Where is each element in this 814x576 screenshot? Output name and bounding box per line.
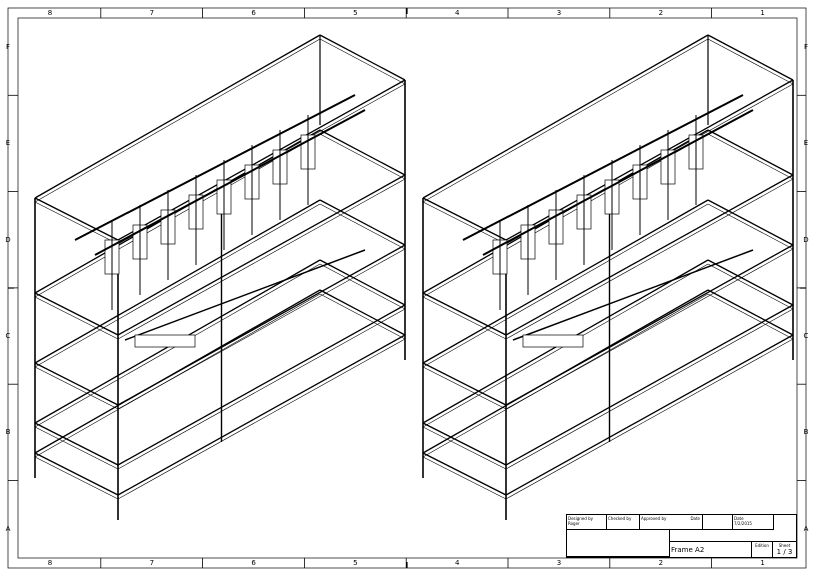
left-rack-shelf-rail	[34, 133, 321, 298]
left-rack-shelf-rail	[117, 174, 406, 336]
left-rack-shelf-rail	[117, 338, 406, 500]
right-rack-shelf-rail	[422, 296, 507, 340]
left-rack-shelf-rail	[319, 289, 406, 336]
inner-border	[17, 17, 798, 559]
left-rack-shelf-rail	[319, 34, 406, 81]
right-rack-shelf-rail	[707, 263, 794, 310]
left-rack-shelf-rail	[319, 38, 406, 85]
right-rack-shelf-rail	[707, 289, 794, 336]
right-rack-shelf-rail	[422, 362, 507, 406]
right-rack-shelf-rail	[422, 199, 709, 364]
right-rack-shelf-rail	[422, 456, 507, 500]
left-rack-shelf-rail	[34, 293, 321, 458]
edition-cell: Edition	[752, 542, 773, 557]
left-rack-shelf-rail	[117, 304, 406, 466]
right-rack-shelf-rail	[505, 308, 794, 470]
right-rack-shelf-rail	[422, 292, 507, 336]
left-rack-shelf-rail	[34, 422, 119, 466]
right-rack-pipe	[482, 109, 754, 256]
right-rack-tray	[512, 249, 754, 341]
label: Designed by	[568, 516, 593, 521]
right-rack-shelf-rail	[422, 38, 709, 203]
left-rack-shelf-rail	[319, 129, 406, 176]
logo-cell	[567, 530, 670, 557]
left-rack-shelf-rail	[34, 362, 119, 406]
left-rack-shelf-rail	[34, 201, 119, 245]
right-rack-shelf-rail	[422, 133, 709, 298]
right-rack-shelf-rail	[422, 34, 709, 199]
left-rack-shelf-rail	[34, 456, 119, 500]
right-rack-shelf-rail	[707, 129, 794, 176]
right-rack-shelf-rail	[422, 289, 709, 454]
title-text: Frame A2	[671, 546, 705, 554]
right-rack-shelf-rail	[707, 199, 794, 246]
left-rack-tray	[124, 249, 366, 341]
right-rack-shelf-rail	[505, 334, 794, 496]
left-rack-shelf-rail	[117, 178, 406, 340]
blank-cell	[703, 515, 733, 530]
left-rack-shelf-rail	[34, 452, 119, 496]
left-rack-shelf-rail	[34, 366, 119, 410]
right-rack-shelf-rail	[422, 203, 709, 368]
left-rack-shelf-rail	[319, 263, 406, 310]
right-rack-shelf-rail	[505, 304, 794, 466]
blank-cell	[670, 530, 796, 542]
left-rack-shelf-rail	[319, 293, 406, 340]
left-rack-shelf-rail	[117, 334, 406, 496]
label: Edition	[755, 543, 769, 548]
left-rack-shelf-rail	[34, 426, 119, 470]
date-value: 7/2/2015	[734, 521, 752, 526]
left-rack-shelf-rail	[34, 289, 321, 454]
right-rack-shelf-rail	[422, 366, 507, 410]
designed-by-value: Roger	[568, 521, 580, 526]
left-rack-shelf-rail	[34, 38, 321, 203]
right-rack-shelf-rail	[422, 197, 507, 241]
left-rack-shelf-rail	[319, 133, 406, 180]
right-rack-shelf-rail	[505, 178, 794, 340]
left-rack-pipe	[74, 94, 356, 241]
left-rack-shelf-rail	[117, 308, 406, 470]
right-rack-shelf-rail	[707, 293, 794, 340]
right-rack-shelf-rail	[707, 203, 794, 250]
left-rack-shelf-rail	[34, 34, 321, 199]
left-rack-shelf-rail	[34, 292, 119, 336]
checked-by-cell: Checked by	[607, 515, 640, 530]
label: Approved by	[641, 516, 667, 521]
right-rack-tank	[522, 334, 584, 348]
left-rack-shelf-rail	[34, 197, 119, 241]
right-rack-shelf-rail	[422, 426, 507, 470]
right-rack-shelf-rail	[707, 133, 794, 180]
left-rack-pipe	[94, 109, 366, 256]
right-rack-shelf-rail	[505, 338, 794, 500]
left-rack-shelf-rail	[319, 259, 406, 306]
left-rack-tank	[134, 334, 196, 348]
right-rack-shelf-rail	[707, 34, 794, 81]
drawing-title: Frame A2	[670, 542, 752, 557]
right-rack-shelf-rail	[707, 259, 794, 306]
label: Date	[690, 516, 700, 521]
left-rack-shelf-rail	[319, 203, 406, 250]
right-rack-shelf-rail	[707, 38, 794, 85]
sheet-value: 1 / 3	[776, 548, 793, 556]
right-rack-shelf-rail	[422, 422, 507, 466]
right-rack-shelf-rail	[422, 201, 507, 245]
left-rack-shelf-rail	[319, 199, 406, 246]
label: Sheet	[778, 543, 791, 548]
label: Date	[734, 516, 744, 521]
right-rack-shelf-rail	[422, 452, 507, 496]
approved-by-cell: Approved by Date	[640, 515, 703, 530]
right-rack-pipe	[462, 94, 744, 241]
left-rack-shelf-rail	[34, 296, 119, 340]
label: Checked by	[608, 516, 632, 521]
left-rack-shelf-rail	[34, 203, 321, 368]
right-rack-shelf-rail	[422, 293, 709, 458]
left-rack-shelf-rail	[34, 199, 321, 364]
right-rack-shelf-rail	[505, 174, 794, 336]
